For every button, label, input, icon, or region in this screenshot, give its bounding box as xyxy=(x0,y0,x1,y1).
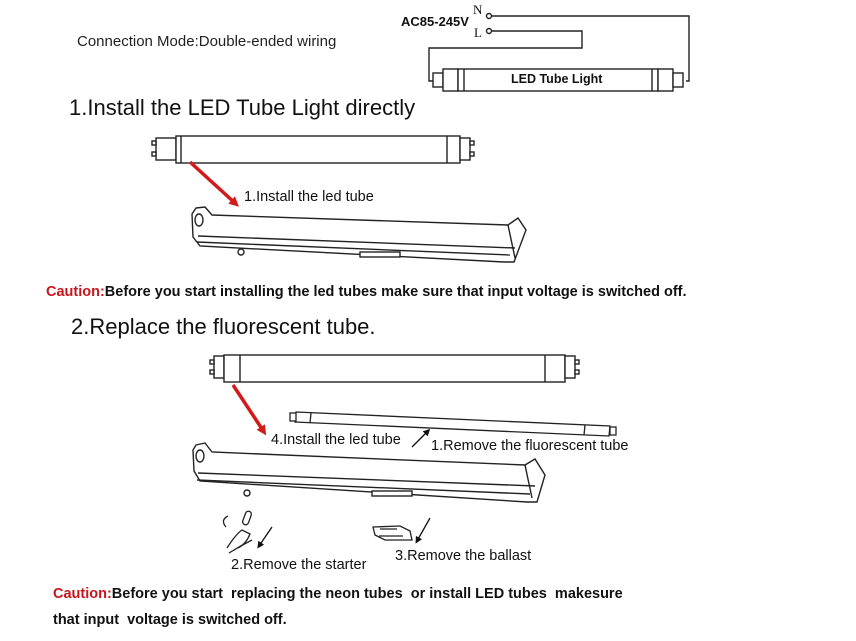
connection-mode-label: Connection Mode:Double-ended wiring xyxy=(77,33,337,50)
terminal-n-label: N xyxy=(473,2,483,17)
section2-caution-line1: Caution:Before you start replacing the n… xyxy=(53,586,623,602)
starter-hand-icon xyxy=(222,510,253,554)
step-remove-ballast: 3.Remove the ballast xyxy=(395,548,532,564)
step-install-led-tube: 4.Install the led tube xyxy=(271,432,401,448)
fixture-icon xyxy=(192,442,546,503)
black-arrow-icon xyxy=(257,526,273,549)
black-arrow-icon xyxy=(415,517,431,544)
fluorescent-tube-icon xyxy=(289,411,617,437)
red-arrow-icon xyxy=(188,160,239,207)
terminal-l-label: L xyxy=(474,25,482,40)
section2-heading: 2.Replace the fluorescent tube. xyxy=(71,314,376,339)
section1-caution: Caution:Before you start installing the … xyxy=(46,284,687,300)
led-tube-icon xyxy=(209,354,580,383)
step-remove-starter: 2.Remove the starter xyxy=(231,557,367,573)
fixture-icon xyxy=(191,206,527,263)
led-tube-icon xyxy=(151,135,475,164)
step-remove-fluorescent: 1.Remove the fluorescent tube xyxy=(431,438,629,454)
tube-light-label: LED Tube Light xyxy=(511,72,603,86)
caution-text: Before you start replacing the neon tube… xyxy=(111,586,623,602)
caution-prefix: Caution: xyxy=(53,586,112,602)
voltage-label: AC85-245V xyxy=(401,14,469,29)
section2-caution-line2: that input voltage is switched off. xyxy=(53,612,287,628)
wiring-diagram xyxy=(428,12,690,92)
ballast-icon xyxy=(372,525,413,541)
black-arrow-icon xyxy=(411,428,431,448)
caution-prefix: Caution: xyxy=(46,284,105,300)
section1-step-label: 1.Install the led tube xyxy=(244,189,374,205)
caution-text: Before you start installing the led tube… xyxy=(104,284,687,300)
section1-heading: 1.Install the LED Tube Light directly xyxy=(69,95,416,120)
red-arrow-icon xyxy=(231,384,267,436)
